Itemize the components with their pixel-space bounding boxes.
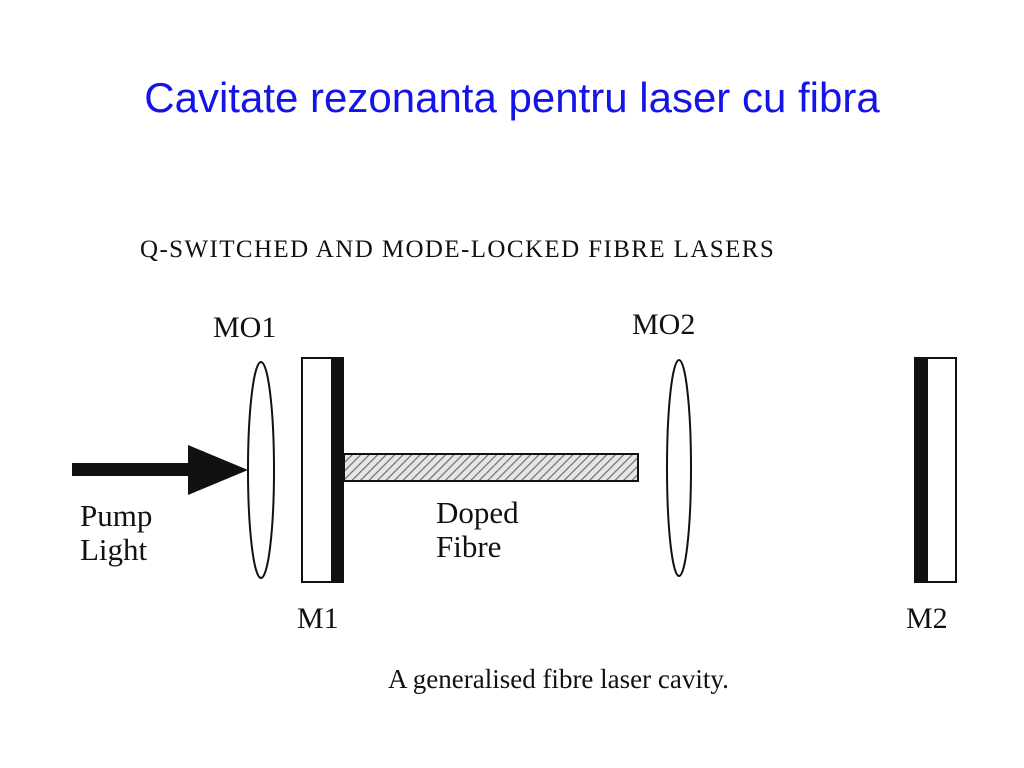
mirror-m1 — [301, 357, 344, 583]
mirror-m2 — [914, 357, 957, 583]
label-mo1: MO1 — [213, 311, 277, 344]
figure-header: Q-SWITCHED AND MODE-LOCKED FIBRE LASERS — [140, 236, 776, 263]
lens-mo1 — [247, 361, 275, 579]
doped-fibre — [343, 453, 639, 482]
label-doped-fibre: Doped Fibre — [436, 496, 519, 564]
lens-mo2 — [666, 359, 692, 577]
label-pump-line1: Pump — [80, 498, 153, 533]
label-m1: M1 — [297, 602, 339, 635]
label-m2: M2 — [906, 602, 948, 635]
label-pump-light: Pump Light — [80, 499, 152, 567]
label-pump-line2: Light — [80, 532, 148, 567]
slide-title: Cavitate rezonanta pentru laser cu fibra — [144, 74, 880, 121]
label-doped-line1: Doped — [436, 495, 519, 530]
pump-arrow — [72, 445, 248, 495]
label-doped-line2: Fibre — [436, 529, 502, 564]
label-mo2: MO2 — [632, 308, 696, 341]
figure-caption: A generalised fibre laser cavity. — [388, 664, 729, 694]
